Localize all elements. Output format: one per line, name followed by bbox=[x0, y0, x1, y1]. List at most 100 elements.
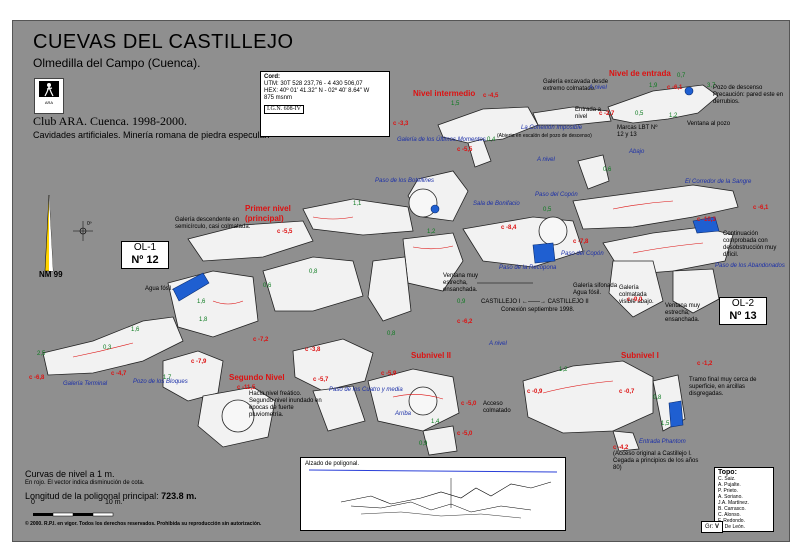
note-conexion-1998: Conexión septiembre 1998. bbox=[501, 307, 575, 313]
topo-heading: Topo: bbox=[718, 469, 737, 476]
note-acceso-colmatado: Acceso colmatado bbox=[483, 401, 511, 414]
height-label: 0,4 bbox=[487, 137, 496, 143]
name-galeria-terminal: Galería Terminal bbox=[63, 381, 108, 387]
coords-utm: UTM: 30T 528 237,76 - 4 430 506,07 bbox=[264, 81, 363, 87]
name-pozo-bloques: Pozo de los Bloques bbox=[133, 379, 188, 385]
scale-ten: 10 m. bbox=[105, 499, 123, 506]
note-continuacion: Continuación comprobada con desobstrucci… bbox=[723, 231, 777, 258]
name-paso-copon-1: Paso del Copón bbox=[535, 192, 578, 198]
depth-label: c -3,8 bbox=[305, 347, 321, 353]
name-paso-botellines: Paso de los Botellines bbox=[375, 178, 435, 184]
depth-label: c -11,5 bbox=[237, 385, 256, 391]
depth-label: c -6,1 bbox=[753, 205, 769, 211]
level-primer-sub: (principal) bbox=[245, 214, 284, 223]
depth-label: c -7,8 bbox=[573, 239, 589, 245]
ol2-number: Nº 13 bbox=[729, 310, 757, 322]
legend-curvas-note: En rojo. El vector indica disminución de… bbox=[25, 480, 145, 486]
note-a-nivel-1: A nivel bbox=[589, 85, 607, 91]
note-pozo-descenso: Pozo de descenso Precaución: pared este … bbox=[713, 85, 784, 105]
fossil-water bbox=[172, 86, 720, 428]
height-label: 0,3 bbox=[103, 345, 112, 351]
map-description: Cavidades artificiales. Minería romana d… bbox=[33, 130, 270, 140]
name-paso-abandonados: Paso de los Abandonados bbox=[715, 263, 785, 269]
grade-box: Gr: V bbox=[701, 521, 723, 533]
legend-longitud: Longitud de la poligonal principal: 723.… bbox=[25, 491, 197, 501]
depth-label: c -6,1 bbox=[667, 85, 683, 91]
depth-label: c -4,5 bbox=[483, 93, 499, 99]
depth-label: c -6,8 bbox=[29, 375, 45, 381]
page-subtitle: Olmedilla del Campo (Cuenca). bbox=[33, 56, 201, 70]
note-a-nivel-2: A nivel bbox=[537, 157, 555, 163]
profile-graphic bbox=[308, 469, 558, 519]
name-sala-bonifacio: Sala de Bonifacio bbox=[473, 201, 520, 207]
longitud-label: Longitud de la poligonal principal: bbox=[25, 491, 159, 501]
name-paso-copon-2: Paso del Copón bbox=[561, 251, 604, 257]
coords-hex: HEX: 40º 01' 41.32" N - 02º 40' 8.64" W bbox=[264, 88, 370, 94]
depth-label: c -0,9 bbox=[527, 389, 543, 395]
ol1-code: OL-1 bbox=[133, 242, 157, 253]
depth-label: c -7,9 bbox=[191, 359, 207, 365]
scale-bar-graphic bbox=[33, 512, 114, 517]
depth-label: c -5,7 bbox=[313, 377, 329, 383]
scale-zero: 0 bbox=[31, 499, 35, 506]
note-hacia-nivel: Hacia nivel freático. Segundo nivel inun… bbox=[249, 391, 322, 418]
note-marcas-lbt: Marcas LBT Nº 12 y 13 bbox=[617, 125, 658, 138]
height-label: 1,2 bbox=[559, 367, 568, 373]
depth-label: c -9,0 bbox=[627, 297, 643, 303]
note-galeria-excavada: Galería excavada desde extremo colmatado… bbox=[543, 79, 609, 92]
height-label: 1,1 bbox=[353, 201, 362, 207]
grade-value: V bbox=[715, 524, 720, 530]
height-label: 2,5 bbox=[37, 351, 46, 357]
level-entrada: Nivel de entrada bbox=[609, 69, 671, 78]
note-colmatada-visible: Galería colmatada visible abajo. bbox=[619, 285, 654, 305]
height-label: 0,9 bbox=[457, 299, 466, 305]
depth-label: c -5,0 bbox=[461, 401, 477, 407]
depth-label: c -8,4 bbox=[501, 225, 517, 231]
map-sheet: CUEVAS DEL CASTILLEJO Olmedilla del Camp… bbox=[12, 20, 790, 542]
logo-text: ARA bbox=[44, 100, 54, 105]
depth-label: c -5,0 bbox=[457, 431, 473, 437]
height-label: 1,7 bbox=[163, 375, 172, 381]
height-label: 3,7 bbox=[707, 83, 716, 89]
note-castillejo: CASTILLEJO I ←——→ CASTILLEJO II bbox=[481, 299, 589, 305]
topo-name: A. Pujalte. bbox=[718, 482, 741, 488]
level-segundo: Segundo Nivel bbox=[229, 373, 285, 382]
depth-label: c -6,2 bbox=[457, 319, 473, 325]
profile-title: Alzado de poligonal. bbox=[305, 461, 360, 467]
height-label: 1,2 bbox=[669, 113, 678, 119]
height-label: 1,5 bbox=[661, 421, 670, 427]
depth-label: c -10,3 bbox=[697, 217, 716, 223]
name-paso-cuatro: Paso de los Cuatro y media bbox=[329, 387, 403, 393]
note-conexion: (Abierta en escalón del pozo de descenso… bbox=[497, 133, 592, 139]
copyright: © 2000. R.P.I. en vigor. Todos los derec… bbox=[25, 521, 262, 527]
height-label: 0,9 bbox=[419, 441, 428, 447]
note-galeria-descendente: Galería descendente en semicírculo, casi… bbox=[175, 217, 251, 230]
depth-label: c -4,7 bbox=[111, 371, 127, 377]
note-ventana-muy-2: Ventana muy estrecha, ensanchada. bbox=[665, 303, 701, 323]
topo-name: G. De León. bbox=[718, 524, 745, 530]
ol2-box: OL-2 Nº 13 bbox=[719, 297, 767, 325]
depth-label: c -0,7 bbox=[619, 389, 635, 395]
note-a-nivel-3: A nivel bbox=[489, 341, 507, 347]
height-label: 0,7 bbox=[677, 73, 686, 79]
cave-survey bbox=[42, 84, 739, 456]
name-entrada-phantom: Entrada Phantom bbox=[639, 439, 686, 445]
height-label: 0,8 bbox=[653, 395, 662, 401]
topo-name: A. Soriano. bbox=[718, 494, 743, 500]
topo-credits: Topo: C. Saiz. A. Pujalte. P. Prieto. A.… bbox=[714, 467, 774, 532]
height-label: 1,5 bbox=[451, 101, 460, 107]
north-arrow-group: 0º NM 99 bbox=[35, 191, 105, 291]
height-label: 0,5 bbox=[543, 207, 552, 213]
contour-lines bbox=[72, 200, 704, 400]
height-label: 0,5 bbox=[635, 111, 644, 117]
coords-heading: Cord: bbox=[264, 74, 280, 80]
level-subnivel1: Subnivel I bbox=[621, 351, 659, 360]
height-label: 1,4 bbox=[431, 419, 440, 425]
profile-box: Alzado de poligonal. bbox=[300, 457, 566, 531]
note-abajo: Abajo bbox=[629, 149, 645, 155]
page-title: CUEVAS DEL CASTILLEJO bbox=[33, 31, 294, 53]
height-label: 1,6 bbox=[131, 327, 140, 333]
grade-label: Gr: bbox=[704, 524, 714, 530]
note-entrada-nivel: Entrada a nivel bbox=[575, 107, 602, 120]
name-galeria-ultimos: Galería de los Últimos Momentos bbox=[397, 137, 486, 143]
